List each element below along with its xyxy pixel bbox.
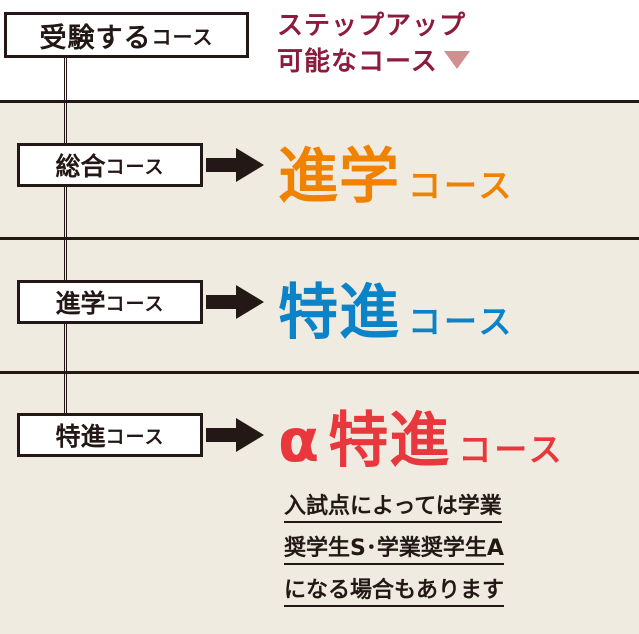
to-course-suffix: コース bbox=[408, 166, 515, 205]
step-up-header-line2-wrap: 可能なコース bbox=[277, 44, 470, 80]
from-course-suffix: コース bbox=[105, 292, 165, 315]
scholarship-note: 入試点によっては学業 奨学生S･学業奨学生A になる場合もあります bbox=[284, 486, 505, 612]
exam-course-header-suffix: コース bbox=[151, 24, 214, 49]
to-course-suffix: コース bbox=[458, 430, 565, 469]
connector-line bbox=[64, 58, 67, 413]
row-divider bbox=[0, 237, 639, 240]
note-line-3: になる場合もあります bbox=[284, 578, 505, 607]
to-course-main: 特進 bbox=[328, 406, 451, 476]
right-arrow-icon bbox=[206, 148, 264, 182]
step-up-header-line1: ステップアップ bbox=[277, 11, 467, 41]
note-line-2: 奨学生S･学業奨学生A bbox=[284, 536, 504, 565]
to-course-suffix: コース bbox=[408, 302, 515, 341]
from-course-main: 進学 bbox=[55, 289, 106, 318]
from-course-tokushin: 特進コース bbox=[17, 413, 203, 457]
from-course-shingaku: 進学コース bbox=[17, 280, 203, 324]
from-course-suffix: コース bbox=[105, 155, 165, 178]
to-course-main: 特進 bbox=[278, 278, 400, 348]
right-arrow-icon bbox=[206, 418, 264, 452]
to-course-alpha: α bbox=[278, 406, 321, 476]
to-course-main: 進学 bbox=[278, 142, 400, 212]
from-course-main: 特進 bbox=[55, 422, 106, 451]
course-panel bbox=[0, 100, 639, 634]
row-divider bbox=[0, 371, 639, 374]
step-up-header: ステップアップ 可能なコース bbox=[277, 8, 470, 80]
from-course-sogo: 総合コース bbox=[17, 143, 203, 187]
exam-course-header: 受験するコース bbox=[4, 12, 249, 58]
step-up-header-line2: 可能なコース bbox=[277, 47, 438, 77]
to-course-shingaku: 進学コース bbox=[278, 128, 514, 215]
to-course-tokushin: 特進コース bbox=[278, 264, 514, 351]
exam-course-header-main: 受験する bbox=[39, 22, 152, 54]
note-line-1: 入試点によっては学業 bbox=[284, 494, 502, 523]
down-triangle-icon bbox=[443, 51, 470, 69]
from-course-main: 総合 bbox=[55, 152, 106, 181]
right-arrow-icon bbox=[206, 285, 264, 319]
from-course-suffix: コース bbox=[105, 425, 165, 448]
